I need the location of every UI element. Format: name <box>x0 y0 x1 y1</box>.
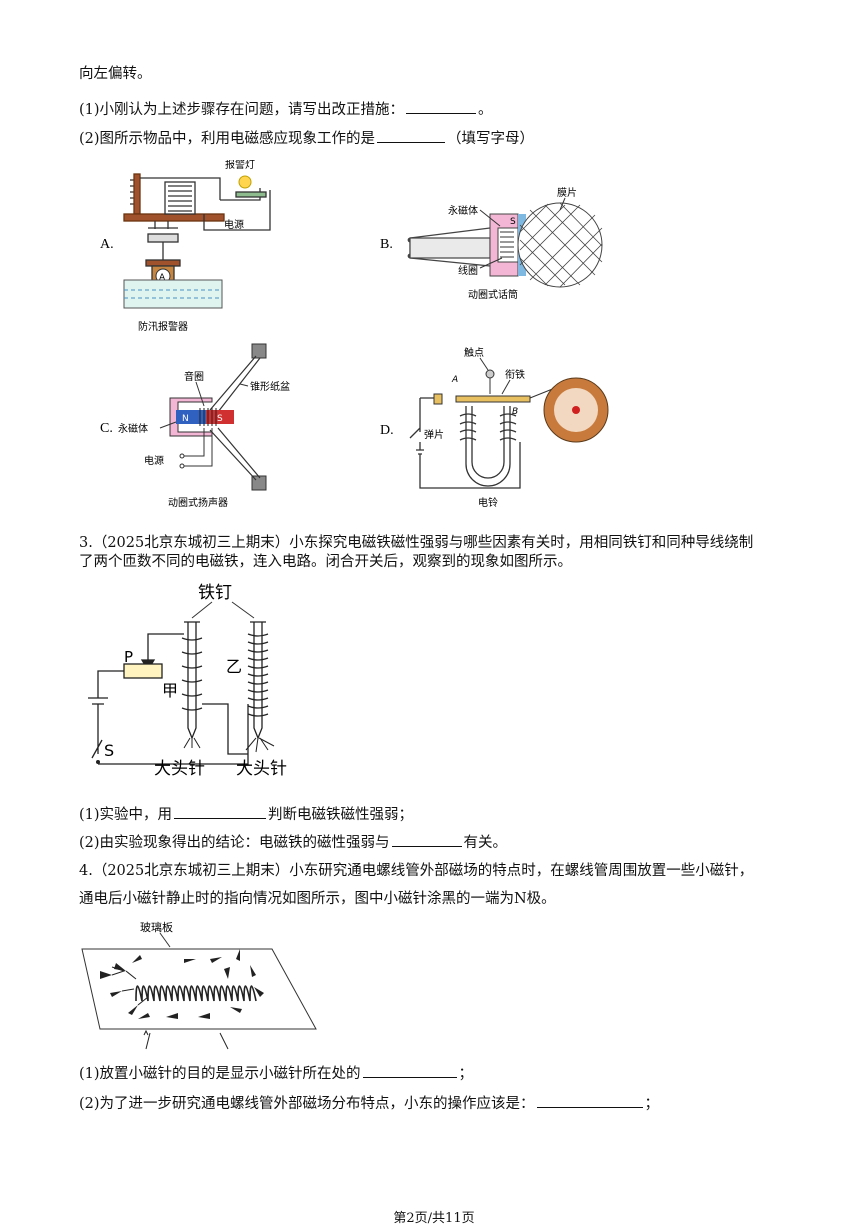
figure-c-speaker: C. N S 音圈 锥形纸盆 永磁体 电源 动圈式扬声器 <box>100 340 300 515</box>
magnet-label: 永磁体 <box>448 204 478 217</box>
pole-label: S <box>510 217 516 227</box>
question-4-stem-1: 4.（2025北京东城初三上期末）小东研究通电螺线管外部磁场的特点时，在螺线管周… <box>79 863 754 879</box>
answer-blank[interactable] <box>536 1092 643 1108</box>
option-label: B. <box>380 237 393 252</box>
answer-blank[interactable] <box>391 831 462 847</box>
page-footer: 第2页/共11页 <box>393 1211 475 1226</box>
figure-caption: 动圈式话筒 <box>468 288 518 301</box>
armature-label: 衔铁 <box>505 368 525 381</box>
answer-blank[interactable] <box>406 98 477 114</box>
figure-4-solenoid: 玻璃板 <box>80 915 320 1055</box>
question-4-1: (1)放置小磁针的目的是显示小磁针所在处的； <box>79 1062 473 1084</box>
figure-b-microphone: B. S 永磁体 膜片 线圈 动圈式话筒 <box>380 180 620 310</box>
answer-blank[interactable] <box>362 1062 457 1078</box>
cone-label: 锥形纸盆 <box>250 380 290 393</box>
question-3-stem-2: 了两个匝数不同的电磁铁，连入电路。闭合开关后，观察到的现象如图所示。 <box>79 554 572 570</box>
figure-caption: 防汛报警器 <box>138 320 188 333</box>
figure-d-bell: D. 触点 衔铁 A B 弹片 电铃 <box>380 342 610 512</box>
point-a-label: A <box>451 375 458 385</box>
figure-a-flood-alarm: A. 报警灯 电源 A 防汛报警器 <box>100 160 280 340</box>
question-3-1: (1)实验中，用判断电磁铁磁性强弱； <box>79 803 413 825</box>
nail-label: 铁钉 <box>198 583 232 603</box>
figure-caption: 动圈式扬声器 <box>168 496 228 509</box>
pins-label: 大头针 <box>154 759 205 779</box>
question-3-2: (2)由实验现象得出的结论：电磁铁的磁性强弱与有关。 <box>79 831 507 853</box>
ammeter-icon: A <box>159 273 166 283</box>
electromagnet-jia-label: 甲 <box>162 681 178 700</box>
question-4-stem-2: 通电后小磁针静止时的指向情况如图所示，图中小磁针涂黑的一端为N极。 <box>79 891 556 907</box>
figure-caption: 电铃 <box>478 496 498 509</box>
electromagnet-yi-label: 乙 <box>226 657 242 676</box>
diaphragm-label: 膜片 <box>557 186 577 199</box>
option-label: D. <box>380 423 394 438</box>
contact-label: 触点 <box>464 346 484 359</box>
coil-label: 线圈 <box>458 264 478 277</box>
answer-blank[interactable] <box>174 803 267 819</box>
magnet-label: 永磁体 <box>118 422 148 435</box>
option-label: A. <box>100 237 114 252</box>
power-label: 电源 <box>144 454 164 467</box>
power-label: 电源 <box>224 218 244 231</box>
switch-label: S <box>104 741 114 760</box>
point-b-label: B <box>512 407 518 417</box>
text-line: 向左偏转。 <box>79 66 152 82</box>
pole-label: S <box>217 414 223 424</box>
question-2-2: (2)图所示物品中，利用电磁感应现象工作的是（填写字母） <box>79 127 534 149</box>
question-3-stem-1: 3.（2025北京东城初三上期末）小东探究电磁铁磁性强弱与哪些因素有关时，用相同… <box>79 535 754 551</box>
question-4-2: (2)为了进一步研究通电螺线管外部磁场分布特点，小东的操作应该是：； <box>79 1092 659 1114</box>
spring-label: 弹片 <box>424 428 444 441</box>
plate-label: 玻璃板 <box>140 920 173 934</box>
pole-label: N <box>182 414 189 424</box>
pins-label: 大头针 <box>236 759 287 779</box>
option-label: C. <box>100 421 113 436</box>
figure-3-electromagnets: 铁钉 P 甲 乙 S 大头针 大头针 <box>78 578 318 788</box>
rheostat-p-label: P <box>124 648 133 666</box>
coil-label: 音圈 <box>184 370 204 383</box>
answer-blank[interactable] <box>377 127 446 143</box>
bulb-label: 报警灯 <box>225 160 255 171</box>
question-2-1: (1)小刚认为上述步骤存在问题，请写出改正措施：。 <box>79 98 493 120</box>
